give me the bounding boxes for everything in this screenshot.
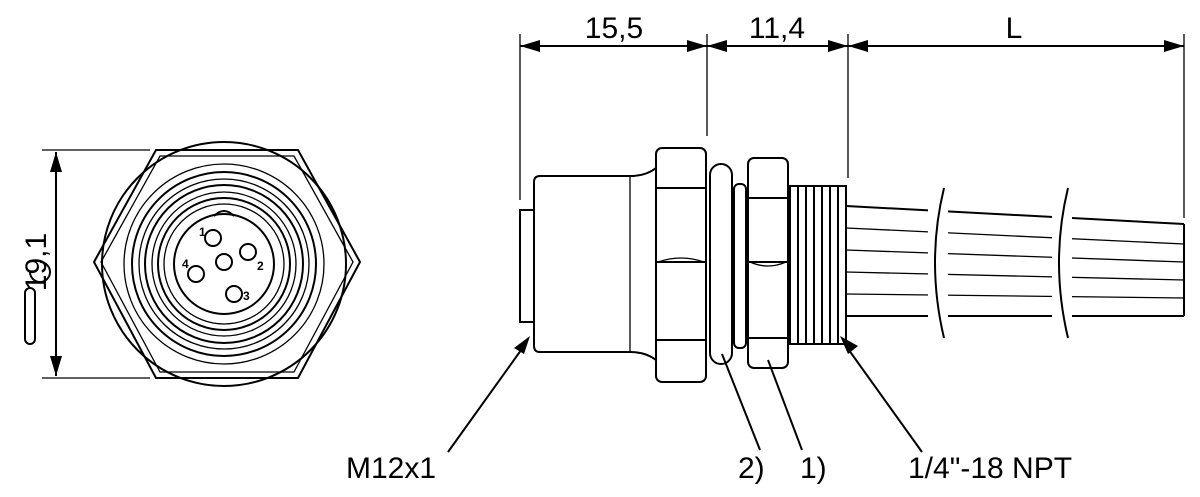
- ring-2: [123, 163, 325, 365]
- ring-4: [138, 178, 310, 350]
- dim-length-2: 11,4: [749, 12, 805, 45]
- hex-flange: [655, 147, 707, 383]
- side-view: [519, 147, 1185, 383]
- washer: [733, 183, 747, 349]
- pin-3: [225, 285, 243, 303]
- hex-nut-outline: [92, 149, 362, 379]
- dim-length-cable: L: [1006, 12, 1023, 45]
- top-dimensions: 15,5 11,4 L: [519, 12, 1185, 218]
- outer-ring: [101, 141, 347, 387]
- pin-label-4: 4: [182, 257, 189, 271]
- pin-label-3: 3: [243, 289, 250, 303]
- coding-key: [213, 210, 235, 217]
- socket-body: [533, 165, 657, 363]
- pin-label-2: 2: [257, 259, 264, 273]
- cable-wires: [845, 205, 1185, 317]
- callout-m12x1: M12x1: [346, 452, 436, 485]
- dimension-width-across-flats: 19,1: [20, 149, 150, 379]
- callout-npt: 1/4"-18 NPT: [908, 452, 1072, 485]
- ring-5: [144, 184, 304, 344]
- pin-label-1: 1: [199, 225, 206, 239]
- pin-center: [215, 253, 233, 271]
- insert-face: [173, 213, 275, 315]
- ring-8: [163, 203, 285, 325]
- ring-3: [131, 171, 317, 357]
- wrench-icon: [24, 261, 51, 345]
- callouts: M12x1 2) 1) 1/4"-18 NPT: [346, 336, 1072, 485]
- callout-ref-2: 2): [738, 452, 765, 485]
- ring-7: [157, 197, 291, 331]
- socket-stub: [519, 209, 535, 323]
- npt-thread: [789, 185, 847, 345]
- o-ring: [709, 163, 733, 365]
- callout-ref-1: 1): [800, 452, 827, 485]
- hex-nut-inner-outline: [100, 155, 354, 373]
- cable-break-marks: [928, 187, 1072, 339]
- pin-2: [239, 243, 257, 261]
- front-view: 1 2 3 4: [92, 141, 362, 387]
- pin-1: [204, 229, 222, 247]
- ring-6: [151, 191, 297, 337]
- dim-length-1: 15,5: [585, 12, 643, 45]
- pin-4: [187, 265, 205, 283]
